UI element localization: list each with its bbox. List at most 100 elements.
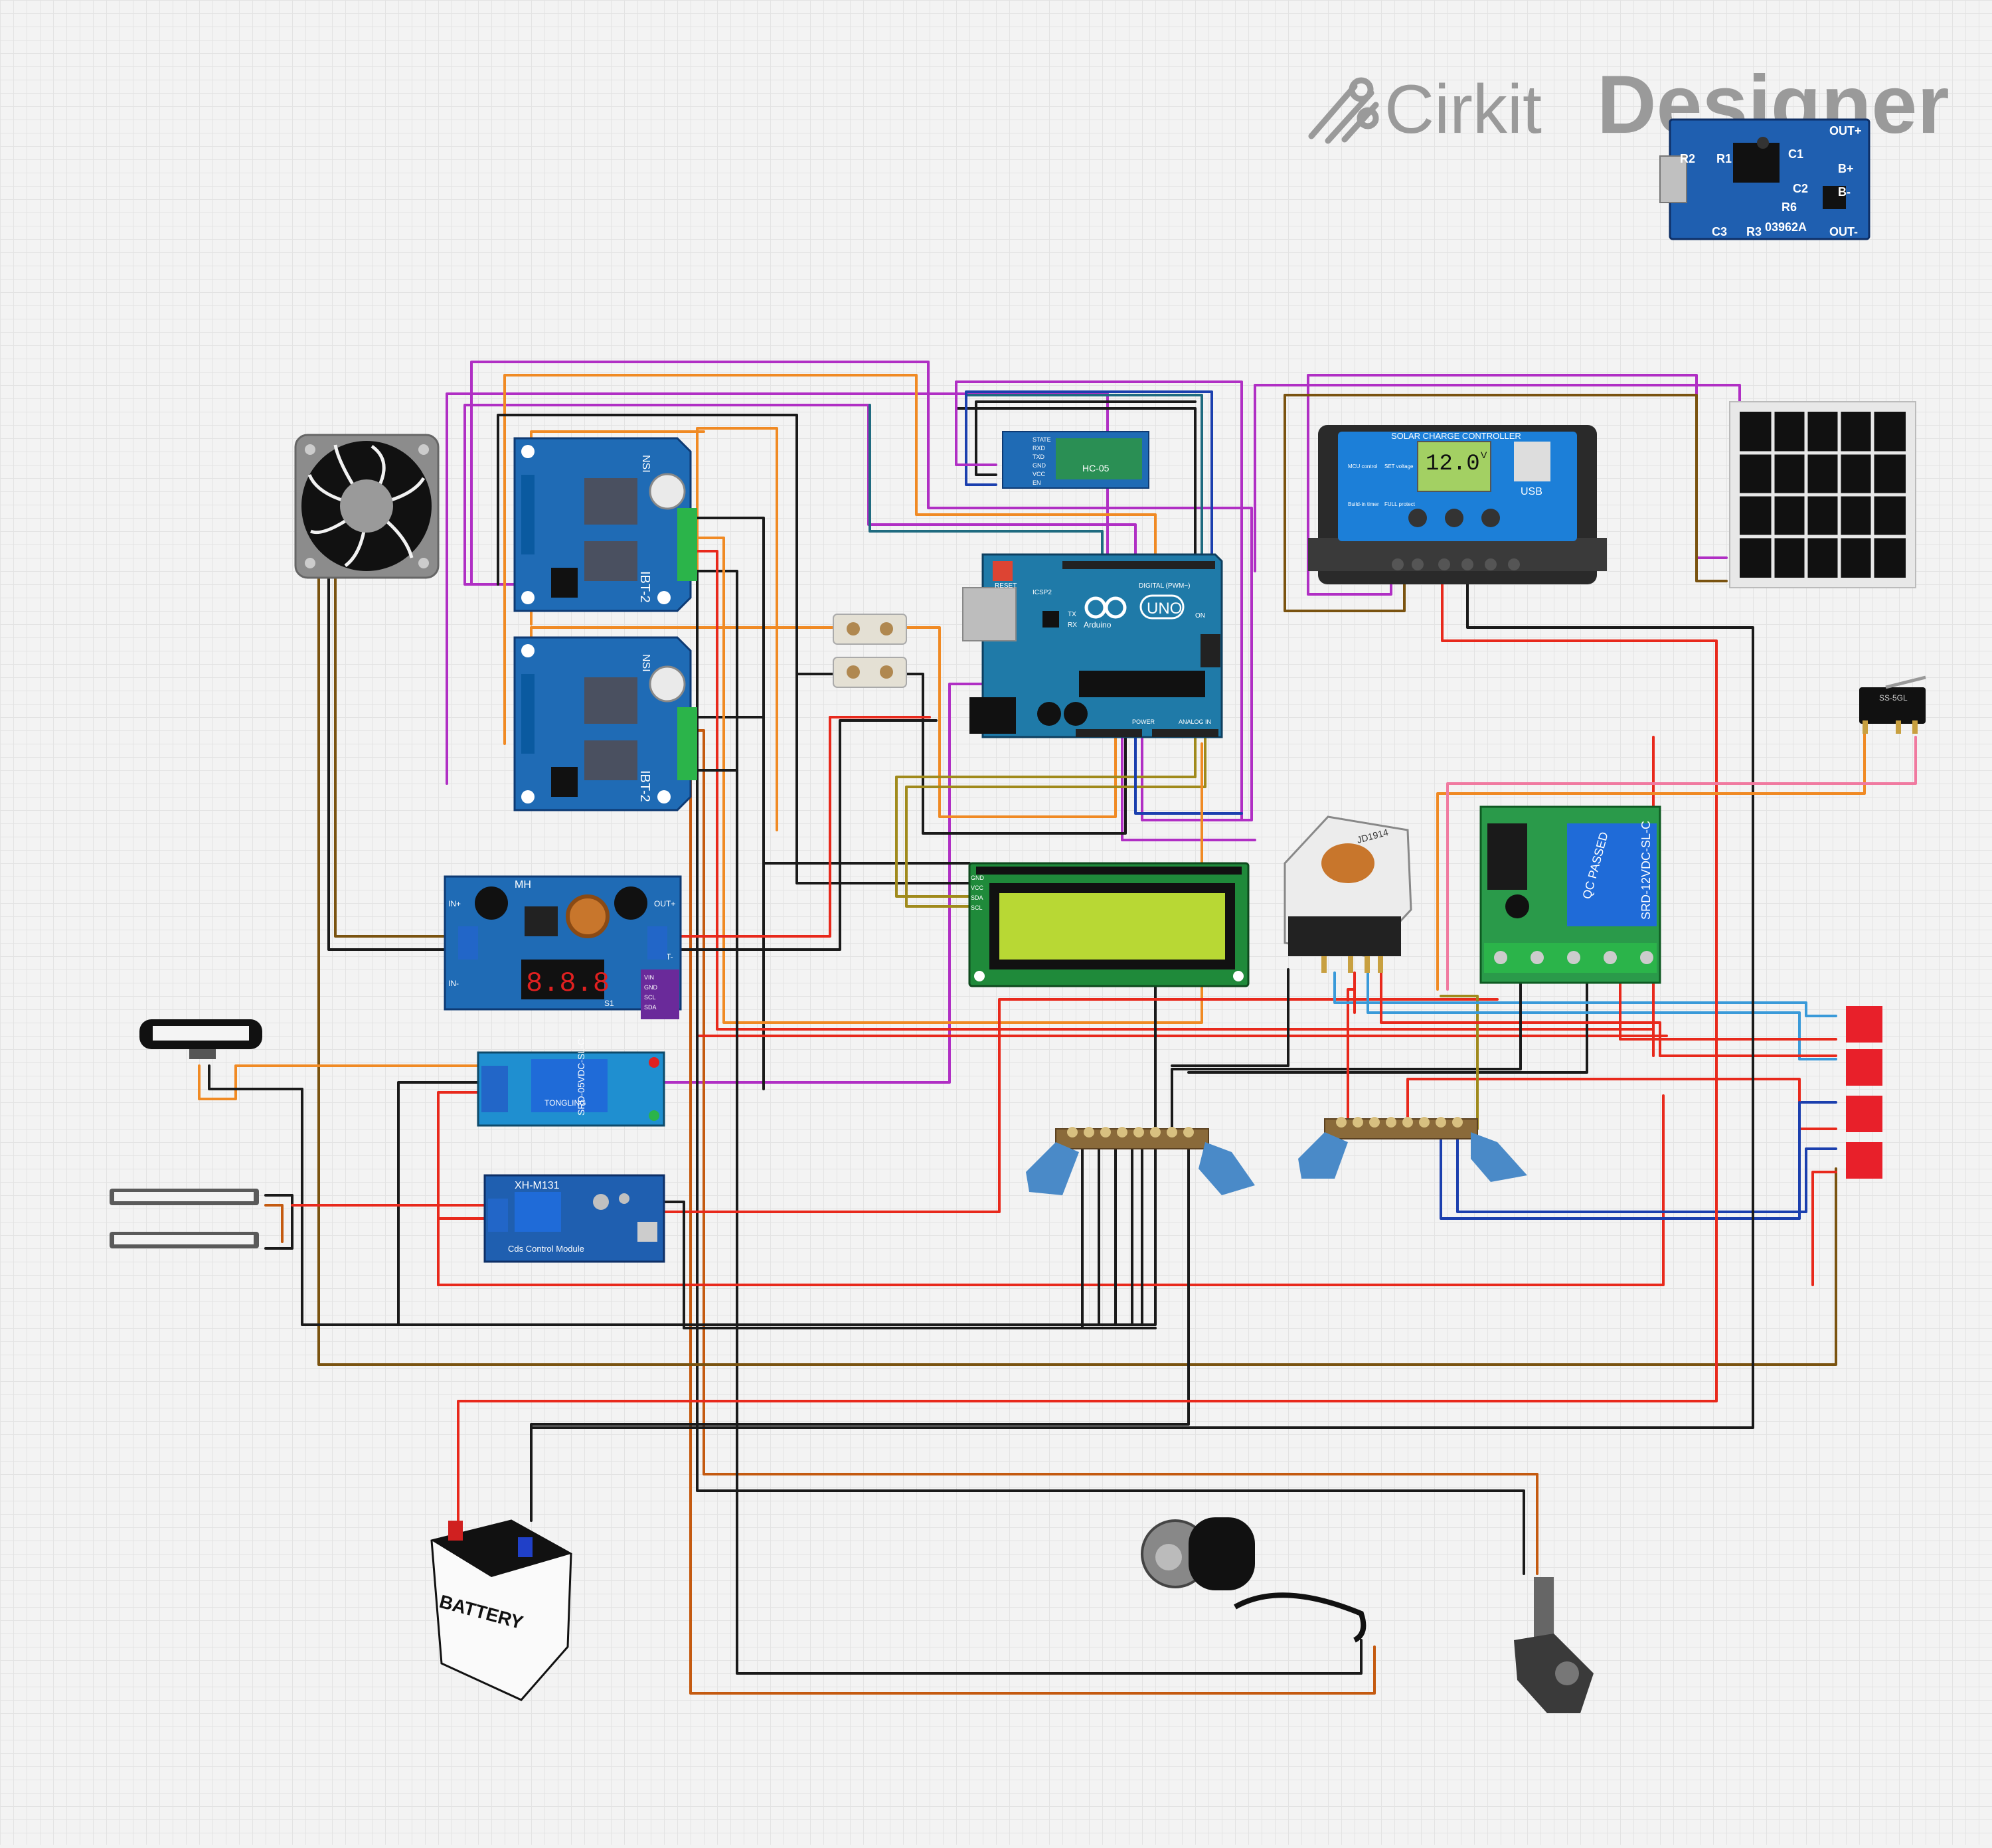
wire-lightblue-relay (1333, 971, 1837, 1017)
solar-menu-button[interactable] (1408, 509, 1427, 527)
bt-pin-state: STATE (1033, 436, 1051, 443)
ibt2-driver-a[interactable]: NSI IBT-2 (513, 437, 697, 612)
solar-charge-controller[interactable]: SOLAR CHARGE CONTROLLER 12.0 V USB MCU c… (1308, 425, 1607, 584)
ldr-relay-module[interactable]: XH-M131 Cds Control Module (483, 1174, 665, 1263)
lcd-pin-vcc: VCC (971, 884, 984, 891)
fuse-holder[interactable] (833, 614, 907, 688)
battery[interactable]: BATTERY (430, 1519, 572, 1701)
ibt2-a-terminal (677, 508, 697, 581)
arduino-digital-label: DIGITAL (PWM~) (1139, 582, 1191, 590)
wire-bt-2 (975, 400, 1197, 476)
tp4056-label-r2: R2 (1680, 152, 1695, 165)
brand-name-light: Cirkit (1384, 71, 1542, 148)
wire-red-solar-batt (457, 563, 1718, 1522)
busbar-right[interactable] (1298, 1117, 1527, 1182)
ic-chip (1733, 143, 1780, 183)
digital-header (1062, 561, 1215, 569)
solar-panel[interactable] (1729, 401, 1916, 588)
lcd-display[interactable]: GND VCC SDA SCL (968, 862, 1250, 987)
wire-black-top (497, 414, 971, 884)
wire-red-bus-r-2 (1406, 1078, 1837, 1130)
wire-black-solar-batt (530, 563, 1754, 1429)
buck-converter[interactable]: MH IN+ IN- OUT+ OUT- 8.8.8 VIN GND SCL S… (444, 875, 682, 1019)
limit-switch-label: SS-5GL (1879, 693, 1908, 703)
arduino-brand: Arduino (1084, 620, 1112, 630)
wire-black-4 (683, 716, 765, 1090)
wire-lightblue-relay-2 (1367, 971, 1837, 1060)
wire-red-bus-r (1347, 988, 1356, 1130)
wire-black-bus-8 (530, 1128, 1190, 1522)
arduino-uno[interactable]: RESET ICSP2 DIGITAL (PWM~) Arduino UNO T… (962, 553, 1223, 738)
wire-black-motor (683, 769, 1363, 1675)
wiper-motor[interactable] (1514, 1577, 1594, 1713)
led-strip-top[interactable] (110, 1189, 259, 1205)
usb-b-port (962, 587, 1017, 641)
automotive-relay[interactable]: JD1914 (1284, 815, 1412, 973)
buck-in-plus: IN+ (448, 899, 461, 908)
wire-pink-limit (1446, 736, 1917, 991)
wire-brown-fan (317, 570, 1837, 1366)
lcd-pin-sda: SDA (971, 894, 983, 901)
lcd-pin-gnd: GND (971, 875, 985, 881)
bt-pin-gnd: GND (1033, 462, 1046, 469)
arduino-tx-label: TX (1068, 611, 1076, 618)
bt-label: HC-05 (1082, 463, 1110, 473)
bluetooth-module[interactable]: HC-05 STATE RXD TXD GND VCC EN (1002, 431, 1149, 489)
arduino-logo-icon (1084, 596, 1127, 619)
arduino-name: UNO (1147, 600, 1182, 618)
solar-btn-full: FULL protect (1384, 501, 1416, 507)
wire-bt-3 (955, 380, 1243, 821)
tp4056-label-r1: R1 (1716, 152, 1732, 165)
wire-blue-lcd (1134, 736, 1243, 815)
arduino-reset-label: RESET (995, 582, 1017, 590)
wire-brown-buck (334, 570, 459, 938)
solar-btn-set: SET voltage (1384, 463, 1414, 469)
ldr-relay-label: XH-M131 (515, 1180, 560, 1191)
dc-motor[interactable] (1141, 1517, 1367, 1643)
rf-relay-module[interactable]: SRD-12VDC-SL-C QC PASSED (1479, 805, 1661, 984)
wire-purple-top (470, 361, 1253, 821)
wire-red-ldr (437, 1217, 486, 1286)
ibt2-driver-b[interactable]: NSI IBT-2 (513, 636, 697, 811)
relay1-brand: TONGLING (544, 1098, 586, 1108)
wire-black-bus-7 (1171, 968, 1289, 1067)
tp4056-charger-module[interactable]: R2 R1 C1 C2 B+ B- OUT+ OUT- 03962A C3 R3… (1659, 118, 1870, 240)
reset-button[interactable] (993, 561, 1013, 581)
terminal-blocks[interactable] (1846, 1006, 1882, 1179)
relay-module[interactable]: SRD-05VDC-SL-C TONGLING (477, 1039, 665, 1127)
wire-black-5 (795, 673, 1127, 835)
solar-up-button[interactable] (1445, 509, 1463, 527)
wire-orange-motor (689, 756, 1376, 1695)
wire-black-fan (327, 570, 459, 951)
buck-out-plus: OUT+ (654, 899, 675, 908)
work-light[interactable] (139, 1019, 262, 1059)
wire-blue-bus-r-2 (1456, 1128, 1837, 1213)
rf-relay-cube (1567, 823, 1657, 926)
tp4056-label-c3: C3 (1712, 225, 1727, 238)
wire-teal-1 (869, 404, 1104, 566)
wire-red-rf-1 (1619, 955, 1837, 1041)
wire-black-relay1 (397, 1081, 479, 1326)
cooling-fan[interactable] (294, 434, 440, 579)
bt-pin-en: EN (1033, 479, 1041, 486)
bt-pin-vcc: VCC (1033, 471, 1046, 477)
led-strip-bottom[interactable] (110, 1232, 259, 1248)
rf-relay-label: SRD-12VDC-SL-C (1639, 821, 1653, 920)
ibt2-b-brand: NSI (640, 654, 651, 672)
bt-pin-txd: TXD (1033, 454, 1045, 460)
solar-title: SOLAR CHARGE CONTROLLER (1391, 431, 1521, 441)
cirkit-logo-icon (1308, 77, 1379, 144)
wire-bt-1 (965, 390, 1213, 566)
wire-olive-lcd-2 (905, 736, 1206, 908)
analog-header (1152, 729, 1218, 737)
wire-orange-3 (696, 427, 778, 831)
buck-pin-vin: VIN (644, 974, 654, 981)
limit-switch[interactable]: SS-5GL (1859, 675, 1926, 734)
buck-s1: S1 (604, 999, 614, 1008)
tp4056-label-c1: C1 (1788, 147, 1803, 161)
wire-black-strip (264, 1194, 293, 1250)
busbar-left[interactable] (1026, 1127, 1255, 1195)
solar-down-button[interactable] (1481, 509, 1500, 527)
wire-black-ldr (656, 1201, 1157, 1329)
